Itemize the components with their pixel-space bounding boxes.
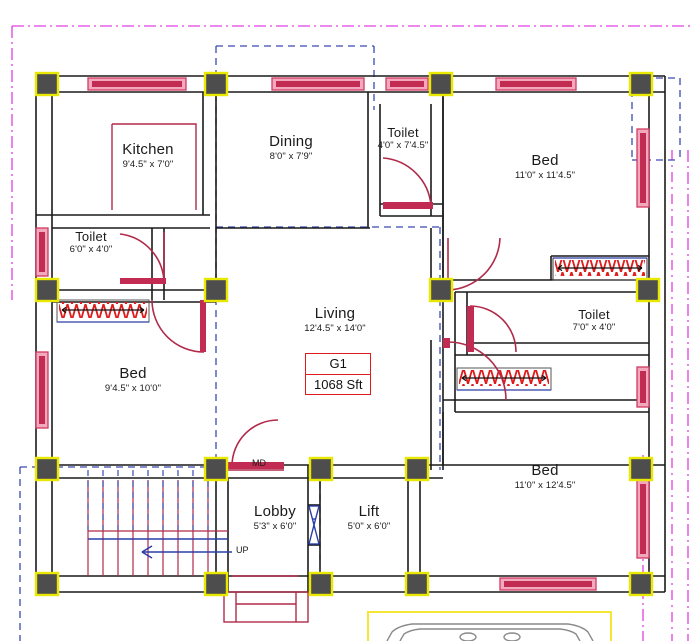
- unit-area: 1068 Sft: [314, 376, 363, 392]
- windows: [35, 77, 650, 591]
- unit-area-badge: G1 1068 Sft: [305, 353, 372, 396]
- wall-lines: [35, 75, 666, 593]
- grid-dashed-lines: [19, 45, 681, 641]
- staircase: [87, 470, 232, 576]
- main-door-label: MD: [252, 458, 266, 468]
- door-symbols: [119, 157, 517, 577]
- lift-shaft-symbol: [308, 505, 320, 545]
- car-outline: [386, 623, 594, 641]
- unit-code: G1: [306, 354, 371, 375]
- property-boundary: [11, 25, 692, 641]
- stair-up-label: UP: [236, 545, 249, 555]
- parking-area: [367, 611, 612, 641]
- wardrobe-symbols: [56, 257, 648, 391]
- entry-porch: [223, 591, 309, 623]
- kitchen-counter: [111, 123, 197, 210]
- structural-columns: [34, 71, 661, 597]
- stair-up-arrow: [141, 545, 232, 559]
